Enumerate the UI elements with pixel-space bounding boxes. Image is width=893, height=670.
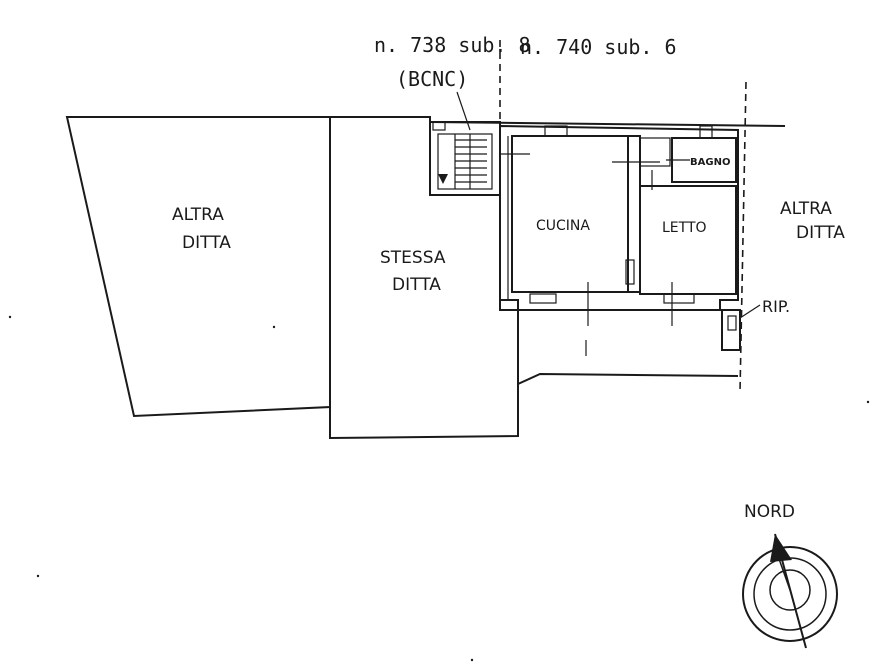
- stessa-ditta-label-2: DITTA: [392, 275, 441, 295]
- cucina-label: CUCINA: [536, 218, 590, 234]
- stair-block: [429, 121, 501, 196]
- speck: [470, 658, 474, 662]
- speck: [272, 325, 276, 329]
- stair-inner: [437, 133, 493, 190]
- stessa-ditta-label-1: STESSA: [380, 248, 446, 268]
- stair-treads: [454, 134, 487, 189]
- altra-ditta-left-lot: [65, 116, 331, 418]
- leader-line: [456, 91, 471, 131]
- parcel-738-note: (BCNC): [396, 67, 468, 91]
- stair-arrow-icon: [438, 174, 448, 184]
- compass-label: NORD: [744, 502, 795, 522]
- bagno-window: [699, 125, 713, 139]
- rip-box: [721, 309, 741, 351]
- altra-ditta-right-label-1: ALTRA: [780, 199, 832, 219]
- rip-label: RIP.: [762, 297, 790, 316]
- parcel-738-label: n. 738 sub. 8: [374, 33, 531, 57]
- altra-ditta-left-label-1: ALTRA: [172, 205, 224, 225]
- bottom-window-1: [529, 293, 557, 304]
- rip-leader: [739, 304, 761, 319]
- stair-window-top: [432, 121, 446, 131]
- cucina-window: [544, 125, 568, 137]
- altra-ditta-right-label-2: DITTA: [796, 223, 845, 243]
- parcel-740-label: n. 740 sub. 6: [520, 35, 677, 59]
- cucina-opening: [625, 259, 635, 285]
- apartment-outline: [499, 124, 739, 311]
- letto-room: [639, 185, 737, 295]
- north-compass-icon: [742, 533, 838, 649]
- speck: [8, 315, 12, 319]
- letto-label: LETTO: [662, 220, 707, 236]
- bagno-label: BAGNO: [690, 157, 730, 168]
- courtyard-outline: [517, 310, 739, 386]
- cucina-room: [511, 135, 629, 293]
- speck: [866, 400, 870, 404]
- altra-ditta-left-label-2: DITTA: [182, 233, 231, 253]
- rip-inner: [727, 315, 737, 331]
- bagno-anteroom: [639, 137, 671, 167]
- bottom-window-2: [663, 293, 695, 304]
- speck: [36, 574, 40, 578]
